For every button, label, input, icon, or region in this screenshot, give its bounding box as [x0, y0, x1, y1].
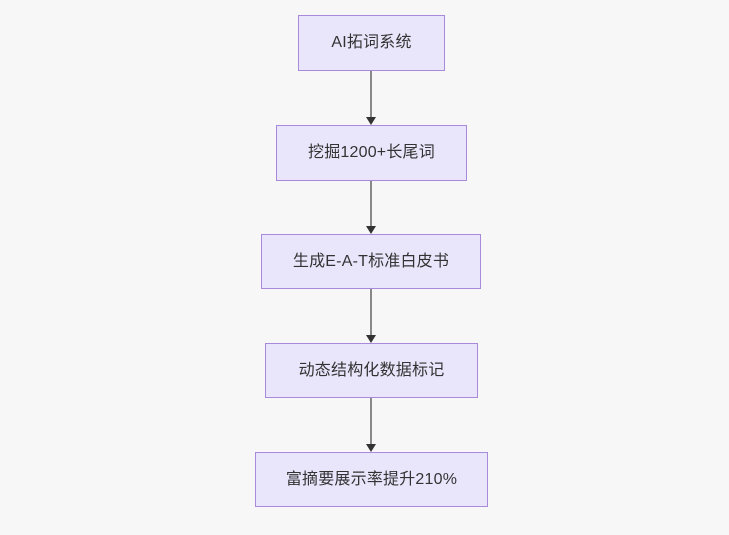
- flow-node-rich-snippet-rate-increase[interactable]: 富摘要展示率提升210%: [255, 452, 488, 507]
- arrow-down-icon: [366, 117, 376, 125]
- edge-line: [370, 181, 372, 226]
- flow-edge-n1-n2: [365, 181, 377, 234]
- flow-edge-n2-n3: [365, 289, 377, 343]
- edge-line: [370, 71, 372, 117]
- flow-node-label: 生成E-A-T标准白皮书: [292, 252, 450, 270]
- flow-edge-n3-n4: [365, 398, 377, 452]
- edge-line: [370, 398, 372, 444]
- flow-node-mine-longtail-keywords[interactable]: 挖掘1200+长尾词: [276, 125, 467, 181]
- flow-node-generate-eat-whitepaper[interactable]: 生成E-A-T标准白皮书: [261, 234, 481, 289]
- flow-node-label: 动态结构化数据标记: [298, 361, 445, 379]
- flow-node-dynamic-structured-data-markup[interactable]: 动态结构化数据标记: [265, 343, 478, 398]
- arrow-down-icon: [366, 444, 376, 452]
- flow-edge-n0-n1: [365, 71, 377, 125]
- arrow-down-icon: [366, 226, 376, 234]
- flow-node-label: 挖掘1200+长尾词: [308, 144, 435, 162]
- flow-node-label: 富摘要展示率提升210%: [285, 470, 458, 488]
- arrow-down-icon: [366, 335, 376, 343]
- edge-line: [370, 289, 372, 335]
- flow-node-label: AI拓词系统: [331, 34, 412, 52]
- flow-node-ai-keyword-system[interactable]: AI拓词系统: [298, 15, 445, 71]
